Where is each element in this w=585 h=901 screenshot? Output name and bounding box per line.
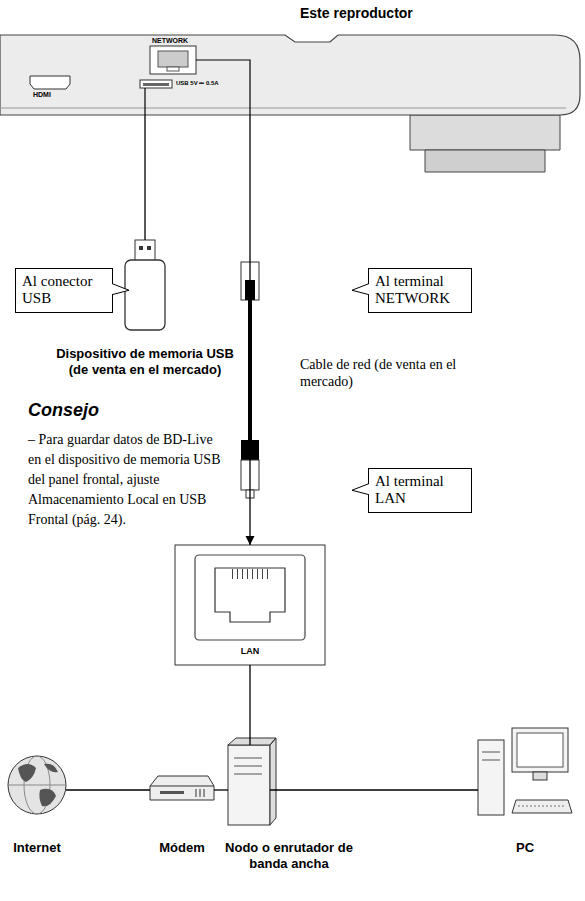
router-drawing-part [228,745,270,825]
lan-jack: LAN [175,545,325,665]
lan-jack-drawing-part [175,545,325,665]
modem-icon: Módem [150,776,214,800]
callout-tail [352,268,370,313]
modem-drawing-part [150,786,214,787]
node-caption: Este reproductor [300,5,413,21]
pc-drawing [478,728,572,815]
player-drawing-part [140,80,172,88]
node-caption: Dispositivo de memoria USB (de venta en … [46,346,244,379]
player-drawing-part [410,115,560,150]
player-drawing-part [150,46,196,74]
player-drawing-part [144,88,145,115]
globe-icon: Internet [8,755,66,815]
router-drawing-part [234,758,262,759]
lan-jack-drawing-part [195,555,305,640]
pc-drawing-part [533,772,547,780]
player-drawing-part [425,150,545,172]
globe-drawing-part [8,785,66,786]
callout-tail-fill [352,284,369,295]
port-label: USB 5V ⎓ 0.5A [176,80,219,87]
usb-stick-drawing-part [125,260,165,330]
router-drawing [228,738,276,825]
usb-stick-drawing [125,240,165,330]
pc-drawing-part [478,740,504,815]
pc-icon: PC [478,728,572,815]
pc-drawing-part [482,752,500,753]
connector-line [214,789,228,790]
player-drawing-part [0,35,580,115]
player-drawing-part [143,83,169,86]
usb-stick-drawing-part [135,240,155,262]
callout-box: Al terminal LAN [368,468,472,513]
callout-box: Al conector USB [15,268,113,313]
callout-tail-fill [112,284,129,295]
pc-drawing-part [517,733,563,767]
callout-text: Al conector USB [22,273,106,308]
router-drawing-part [234,774,262,775]
lan-jack-drawing-part [228,569,272,579]
modem-drawing [150,776,214,800]
connector-line [66,789,150,790]
callout-tail-fill [352,484,369,495]
port-label: NETWORK [152,37,188,44]
connector-label: Cable de red (de venta en el mercado) [300,357,465,391]
connector-line [249,115,250,545]
pc-drawing-part [512,800,572,813]
pc-drawing-part [482,760,500,761]
globe-drawing-part [18,764,36,782]
callout-tail-line [352,484,369,495]
callout-tail [352,468,370,513]
callout-text: Al terminal NETWORK [375,273,465,308]
globe-drawing-part [8,756,66,814]
player-drawing-part [167,67,179,71]
player-drawing-part [196,60,250,115]
lan-jack-drawing [175,545,325,665]
node-caption: Módem [132,840,232,856]
node-caption: PC [475,840,575,856]
player-drawing [0,35,580,172]
node-caption: LAN [175,646,325,656]
player-drawing-part [30,76,70,89]
globe-drawing-part [44,764,58,773]
callout-tail [111,268,129,313]
usb-memory: Dispositivo de memoria USB (de venta en … [125,240,165,330]
router-drawing-part [234,766,262,767]
modem-drawing-part [204,789,205,797]
modem-drawing-part [200,789,201,797]
node-caption: Internet [0,840,87,856]
connector-line [249,665,250,745]
pc-drawing-part [512,728,568,772]
player-drawing-part [0,108,566,109]
router-icon: Nodo o enrutador de banda ancha [228,745,270,825]
tip-heading: Consejo [28,400,99,421]
connector-line [270,789,478,790]
callout-text: Al terminal LAN [375,473,465,508]
usb-stick-drawing-part [147,246,151,250]
player-drawing-part [158,51,188,67]
port-label: HDMI [33,91,51,98]
router-drawing-part [228,738,276,825]
connector-line [144,115,145,240]
modem-drawing-part [160,791,184,794]
globe-drawing [8,756,66,814]
modem-drawing-part [196,789,197,797]
modem-drawing-part [150,776,214,800]
usb-stick-drawing-part [139,246,143,250]
player-body: Este reproductor [0,35,585,115]
callout-tail-line [352,284,369,295]
lan-jack-drawing-part [215,568,285,622]
globe-drawing-part [39,789,56,806]
tip-text: – Para guardar datos de BD-Live en el di… [28,430,228,530]
callout-box: Al terminal NETWORK [368,268,472,313]
callout-tail-line [112,284,129,295]
node-caption: Nodo o enrutador de banda ancha [222,840,356,873]
pc-drawing-part [518,806,566,807]
arrow-head [246,536,255,545]
